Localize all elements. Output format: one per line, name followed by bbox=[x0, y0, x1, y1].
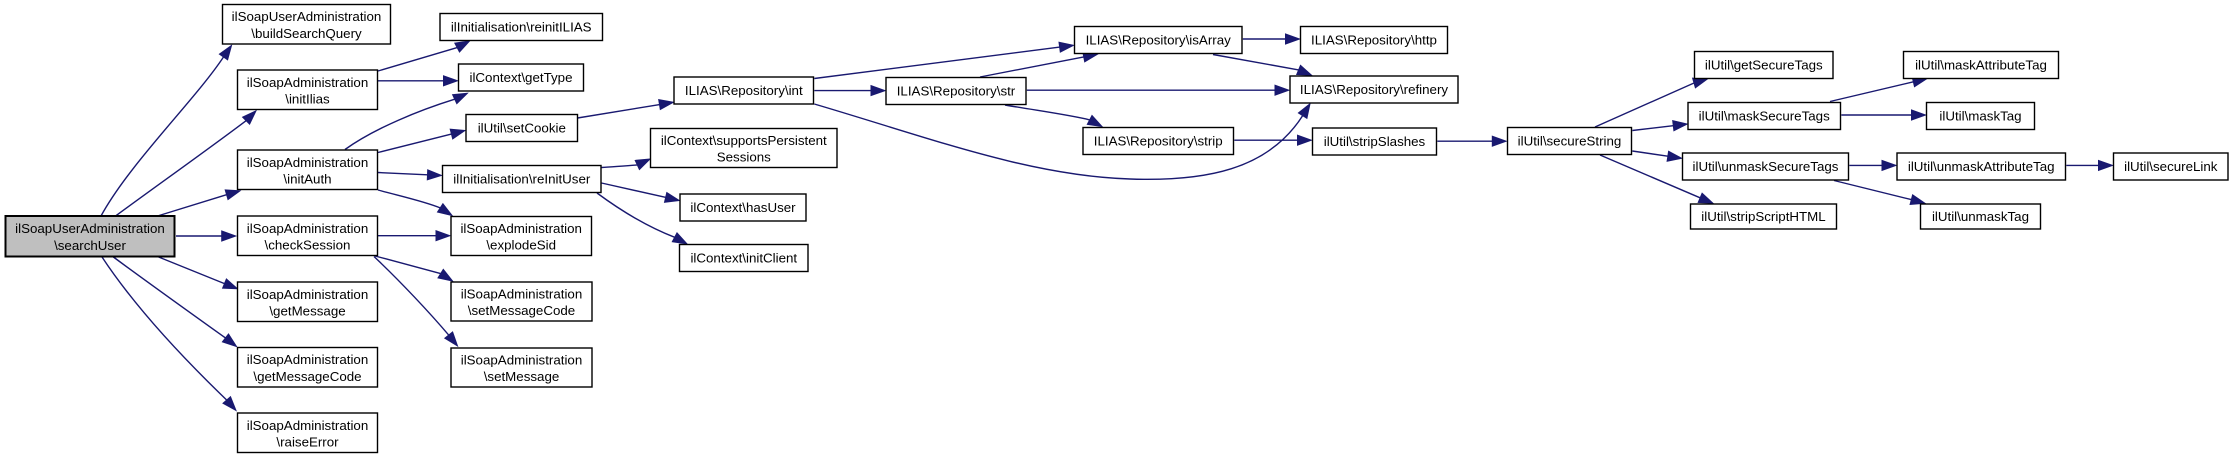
svg-text:ilUtil\secureString: ilUtil\secureString bbox=[1518, 134, 1622, 149]
svg-text:\setMessage: \setMessage bbox=[484, 369, 560, 384]
svg-text:ilSoapAdministration: ilSoapAdministration bbox=[461, 353, 583, 368]
svg-text:ILIAS\Repository\int: ILIAS\Repository\int bbox=[685, 83, 803, 98]
svg-text:ilContext\hasUser: ilContext\hasUser bbox=[690, 200, 796, 215]
svg-text:ilSoapAdministration: ilSoapAdministration bbox=[461, 287, 583, 302]
svg-text:ilSoapAdministration: ilSoapAdministration bbox=[247, 221, 369, 236]
svg-text:ilUtil\unmaskTag: ilUtil\unmaskTag bbox=[1932, 209, 2029, 224]
svg-text:ilSoapAdministration: ilSoapAdministration bbox=[247, 418, 369, 433]
svg-text:ilUtil\setCookie: ilUtil\setCookie bbox=[478, 121, 566, 136]
svg-text:\buildSearchQuery: \buildSearchQuery bbox=[251, 26, 362, 41]
svg-text:ILIAS\Repository\refinery: ILIAS\Repository\refinery bbox=[1300, 82, 1448, 97]
svg-text:ilContext\getType: ilContext\getType bbox=[470, 70, 573, 85]
svg-text:ilUtil\maskTag: ilUtil\maskTag bbox=[1939, 109, 2021, 124]
svg-text:ILIAS\Repository\str: ILIAS\Repository\str bbox=[897, 84, 1016, 99]
svg-text:ilSoapAdministration: ilSoapAdministration bbox=[247, 75, 369, 90]
svg-text:ilSoapUserAdministration: ilSoapUserAdministration bbox=[15, 221, 165, 236]
svg-text:ilUtil\getSecureTags: ilUtil\getSecureTags bbox=[1705, 58, 1823, 73]
svg-text:ilContext\initClient: ilContext\initClient bbox=[690, 251, 797, 266]
svg-text:\setMessageCode: \setMessageCode bbox=[468, 303, 575, 318]
svg-text:\getMessageCode: \getMessageCode bbox=[253, 369, 361, 384]
svg-text:ilUtil\maskAttributeTag: ilUtil\maskAttributeTag bbox=[1915, 58, 2047, 73]
svg-text:ilInitialisation\reinitILIAS: ilInitialisation\reinitILIAS bbox=[451, 20, 592, 35]
svg-text:\checkSession: \checkSession bbox=[265, 237, 351, 252]
svg-text:ILIAS\Repository\strip: ILIAS\Repository\strip bbox=[1094, 134, 1223, 149]
svg-text:\searchUser: \searchUser bbox=[54, 238, 126, 253]
svg-text:\initIlias: \initIlias bbox=[285, 91, 330, 106]
svg-text:ilContext\supportsPersistent: ilContext\supportsPersistent bbox=[661, 133, 827, 148]
svg-text:ilUtil\stripScriptHTML: ilUtil\stripScriptHTML bbox=[1701, 209, 1825, 224]
svg-text:ilUtil\maskSecureTags: ilUtil\maskSecureTags bbox=[1699, 109, 1830, 124]
svg-text:\raiseError: \raiseError bbox=[276, 434, 339, 449]
svg-text:ilUtil\unmaskAttributeTag: ilUtil\unmaskAttributeTag bbox=[1908, 159, 2055, 174]
svg-text:ilSoapAdministration: ilSoapAdministration bbox=[247, 155, 369, 170]
svg-text:ilUtil\unmaskSecureTags: ilUtil\unmaskSecureTags bbox=[1693, 159, 1839, 174]
svg-text:ilSoapAdministration: ilSoapAdministration bbox=[247, 287, 369, 302]
svg-text:ilSoapUserAdministration: ilSoapUserAdministration bbox=[232, 9, 382, 24]
svg-text:ilInitialisation\reInitUser: ilInitialisation\reInitUser bbox=[453, 172, 591, 187]
svg-text:Sessions: Sessions bbox=[717, 150, 771, 165]
svg-text:\initAuth: \initAuth bbox=[283, 171, 331, 186]
svg-text:ilUtil\stripSlashes: ilUtil\stripSlashes bbox=[1324, 134, 1426, 149]
svg-text:ILIAS\Repository\isArray: ILIAS\Repository\isArray bbox=[1086, 33, 1232, 48]
svg-text:ilSoapAdministration: ilSoapAdministration bbox=[247, 352, 369, 367]
svg-text:ilUtil\secureLink: ilUtil\secureLink bbox=[2124, 159, 2218, 174]
svg-text:ILIAS\Repository\http: ILIAS\Repository\http bbox=[1311, 33, 1437, 48]
svg-text:\explodeSid: \explodeSid bbox=[486, 238, 556, 253]
svg-text:\getMessage: \getMessage bbox=[269, 303, 345, 318]
svg-text:ilSoapAdministration: ilSoapAdministration bbox=[460, 221, 582, 236]
